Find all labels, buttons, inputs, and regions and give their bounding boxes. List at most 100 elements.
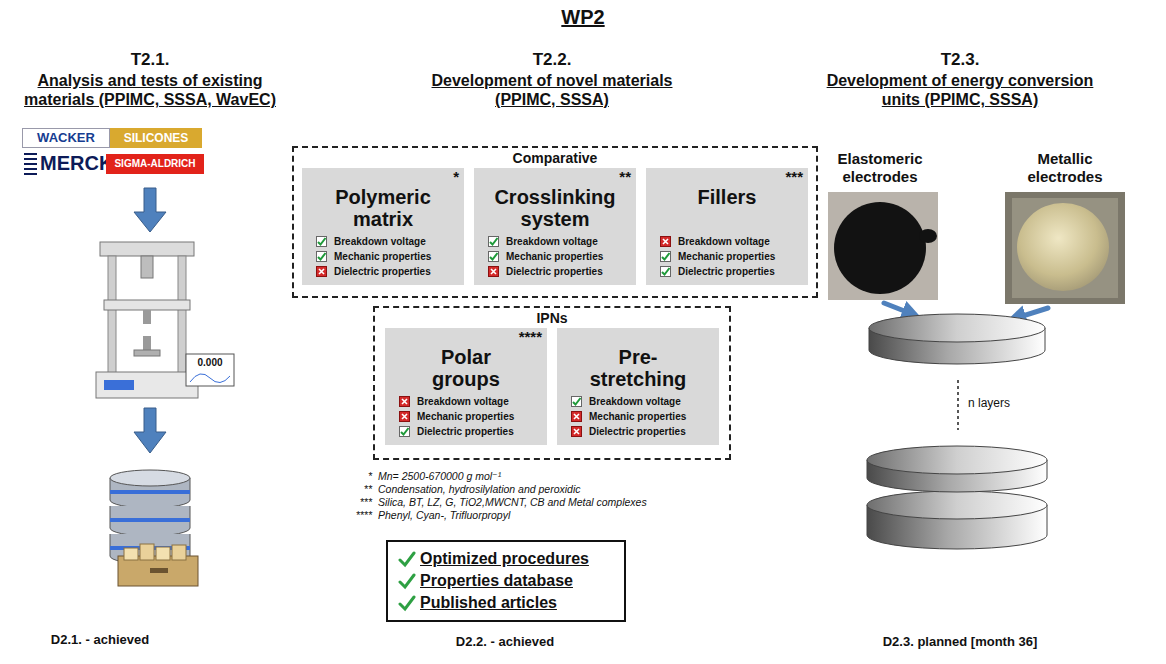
cross-icon bbox=[319, 269, 324, 274]
property-row: Dielectric properties bbox=[391, 424, 541, 439]
display-readout: 0.000 bbox=[190, 357, 230, 369]
check-icon bbox=[660, 251, 671, 262]
testing-machine bbox=[141, 256, 153, 278]
testing-machine bbox=[100, 242, 194, 256]
check-icon bbox=[401, 428, 409, 435]
database-icon bbox=[124, 548, 138, 560]
check-icon bbox=[399, 426, 410, 437]
merck-stripes bbox=[24, 158, 37, 160]
cross-icon bbox=[316, 266, 327, 277]
stack-disc bbox=[869, 314, 1045, 342]
footnote-mark: * bbox=[453, 169, 459, 184]
deliverable-status: D2.1. - achieved bbox=[15, 632, 185, 648]
check-icon bbox=[660, 266, 671, 277]
cross-icon bbox=[571, 426, 582, 437]
property-box: Polar groups****Breakdown voltageMechani… bbox=[385, 328, 547, 445]
footnote-text: Silica, BT, LZ, G, TiO2,MWCNT, CB and Me… bbox=[378, 496, 708, 509]
property-box: Crosslinking system**Breakdown voltageMe… bbox=[474, 168, 636, 285]
merck-stripes bbox=[24, 153, 37, 155]
metallic-electrode-photo bbox=[1012, 198, 1118, 298]
cross-icon bbox=[572, 412, 582, 422]
property-row: Mechanic properties bbox=[391, 409, 541, 424]
property-name: Mechanic properties bbox=[589, 411, 686, 422]
property-name: Dielectric properties bbox=[334, 266, 431, 277]
property-name: Dielectric properties bbox=[506, 266, 603, 277]
database-icon bbox=[172, 545, 186, 560]
elastomeric-electrode-photo bbox=[834, 202, 926, 294]
outcome-row: Optimized procedures bbox=[398, 548, 614, 570]
cross-icon bbox=[661, 237, 671, 247]
check-mark bbox=[398, 550, 416, 568]
layer-note: n layers bbox=[968, 396, 1048, 410]
database-icon bbox=[150, 568, 168, 573]
box-heading: Fillers bbox=[667, 186, 787, 230]
property-row: Mechanic properties bbox=[563, 409, 713, 424]
testing-machine bbox=[96, 372, 198, 398]
footnote-mark: **** bbox=[519, 329, 542, 344]
property-name: Breakdown voltage bbox=[589, 396, 681, 407]
testing-machine bbox=[104, 380, 134, 390]
check-icon bbox=[489, 252, 499, 262]
testing-machine bbox=[96, 242, 234, 398]
property-name: Dielectric properties bbox=[678, 266, 775, 277]
check-icon bbox=[662, 268, 670, 275]
check-mark bbox=[400, 575, 414, 587]
property-name: Mechanic properties bbox=[678, 251, 775, 262]
database-icon bbox=[110, 506, 190, 536]
cross-icon bbox=[399, 396, 410, 407]
task-number: T2.1. bbox=[100, 50, 200, 70]
cross-icon bbox=[572, 427, 582, 437]
check-icon bbox=[488, 251, 499, 262]
cross-icon bbox=[574, 414, 579, 419]
database-icon bbox=[110, 470, 198, 586]
footnote-mark: *** bbox=[785, 169, 803, 184]
footnote-mark: * bbox=[322, 470, 372, 483]
cross-icon bbox=[574, 429, 579, 434]
cross-icon bbox=[571, 411, 582, 422]
testing-machine bbox=[190, 374, 230, 383]
diagram-title: WP2 bbox=[483, 6, 683, 29]
cross-icon bbox=[660, 236, 671, 247]
check-icon bbox=[661, 252, 671, 262]
outcome-row: Published articles bbox=[398, 592, 614, 614]
check-icon bbox=[316, 236, 327, 247]
check-icon bbox=[490, 238, 498, 245]
logo-text: WACKER bbox=[22, 128, 110, 148]
cross-icon bbox=[489, 267, 499, 277]
cross-icon bbox=[488, 266, 499, 277]
database-icon bbox=[156, 547, 170, 560]
check-icon bbox=[316, 251, 327, 262]
elastomeric-electrode-photo bbox=[828, 192, 938, 300]
testing-machine bbox=[178, 256, 186, 374]
task-number: T2.2. bbox=[502, 50, 602, 70]
check-icon bbox=[317, 252, 327, 262]
check-mark bbox=[398, 594, 416, 612]
check-mark bbox=[398, 572, 416, 590]
layer-stack bbox=[867, 491, 1047, 519]
outcome-row: Properties database bbox=[398, 570, 614, 592]
merck-stripes bbox=[24, 163, 37, 165]
task-title: Development of novel materials (PPIMC, S… bbox=[417, 71, 687, 109]
property-row: Breakdown voltage bbox=[391, 394, 541, 409]
outcome-box: Optimized proceduresProperties databaseP… bbox=[386, 540, 626, 622]
logo-text: SIGMA-ALDRICH bbox=[106, 154, 204, 174]
check-icon bbox=[572, 397, 582, 407]
layer-stack bbox=[867, 446, 1047, 474]
cross-icon bbox=[399, 411, 410, 422]
dashed-group: ComparativePolymeric matrix*Breakdown vo… bbox=[292, 146, 818, 298]
logo-text: SILICONES bbox=[110, 128, 202, 148]
testing-machine bbox=[186, 354, 234, 386]
check-icon bbox=[662, 253, 670, 260]
property-name: Dielectric properties bbox=[417, 426, 514, 437]
property-row: Dielectric properties bbox=[480, 264, 630, 279]
footnote-mark: *** bbox=[322, 496, 372, 509]
testing-machine bbox=[134, 350, 160, 356]
merck-stripes bbox=[24, 173, 37, 175]
layer-dashes bbox=[957, 380, 959, 430]
merck-stripes bbox=[24, 154, 37, 174]
check-icon bbox=[571, 396, 582, 407]
property-name: Mechanic properties bbox=[417, 411, 514, 422]
box-heading: Polymeric matrix bbox=[323, 186, 443, 230]
